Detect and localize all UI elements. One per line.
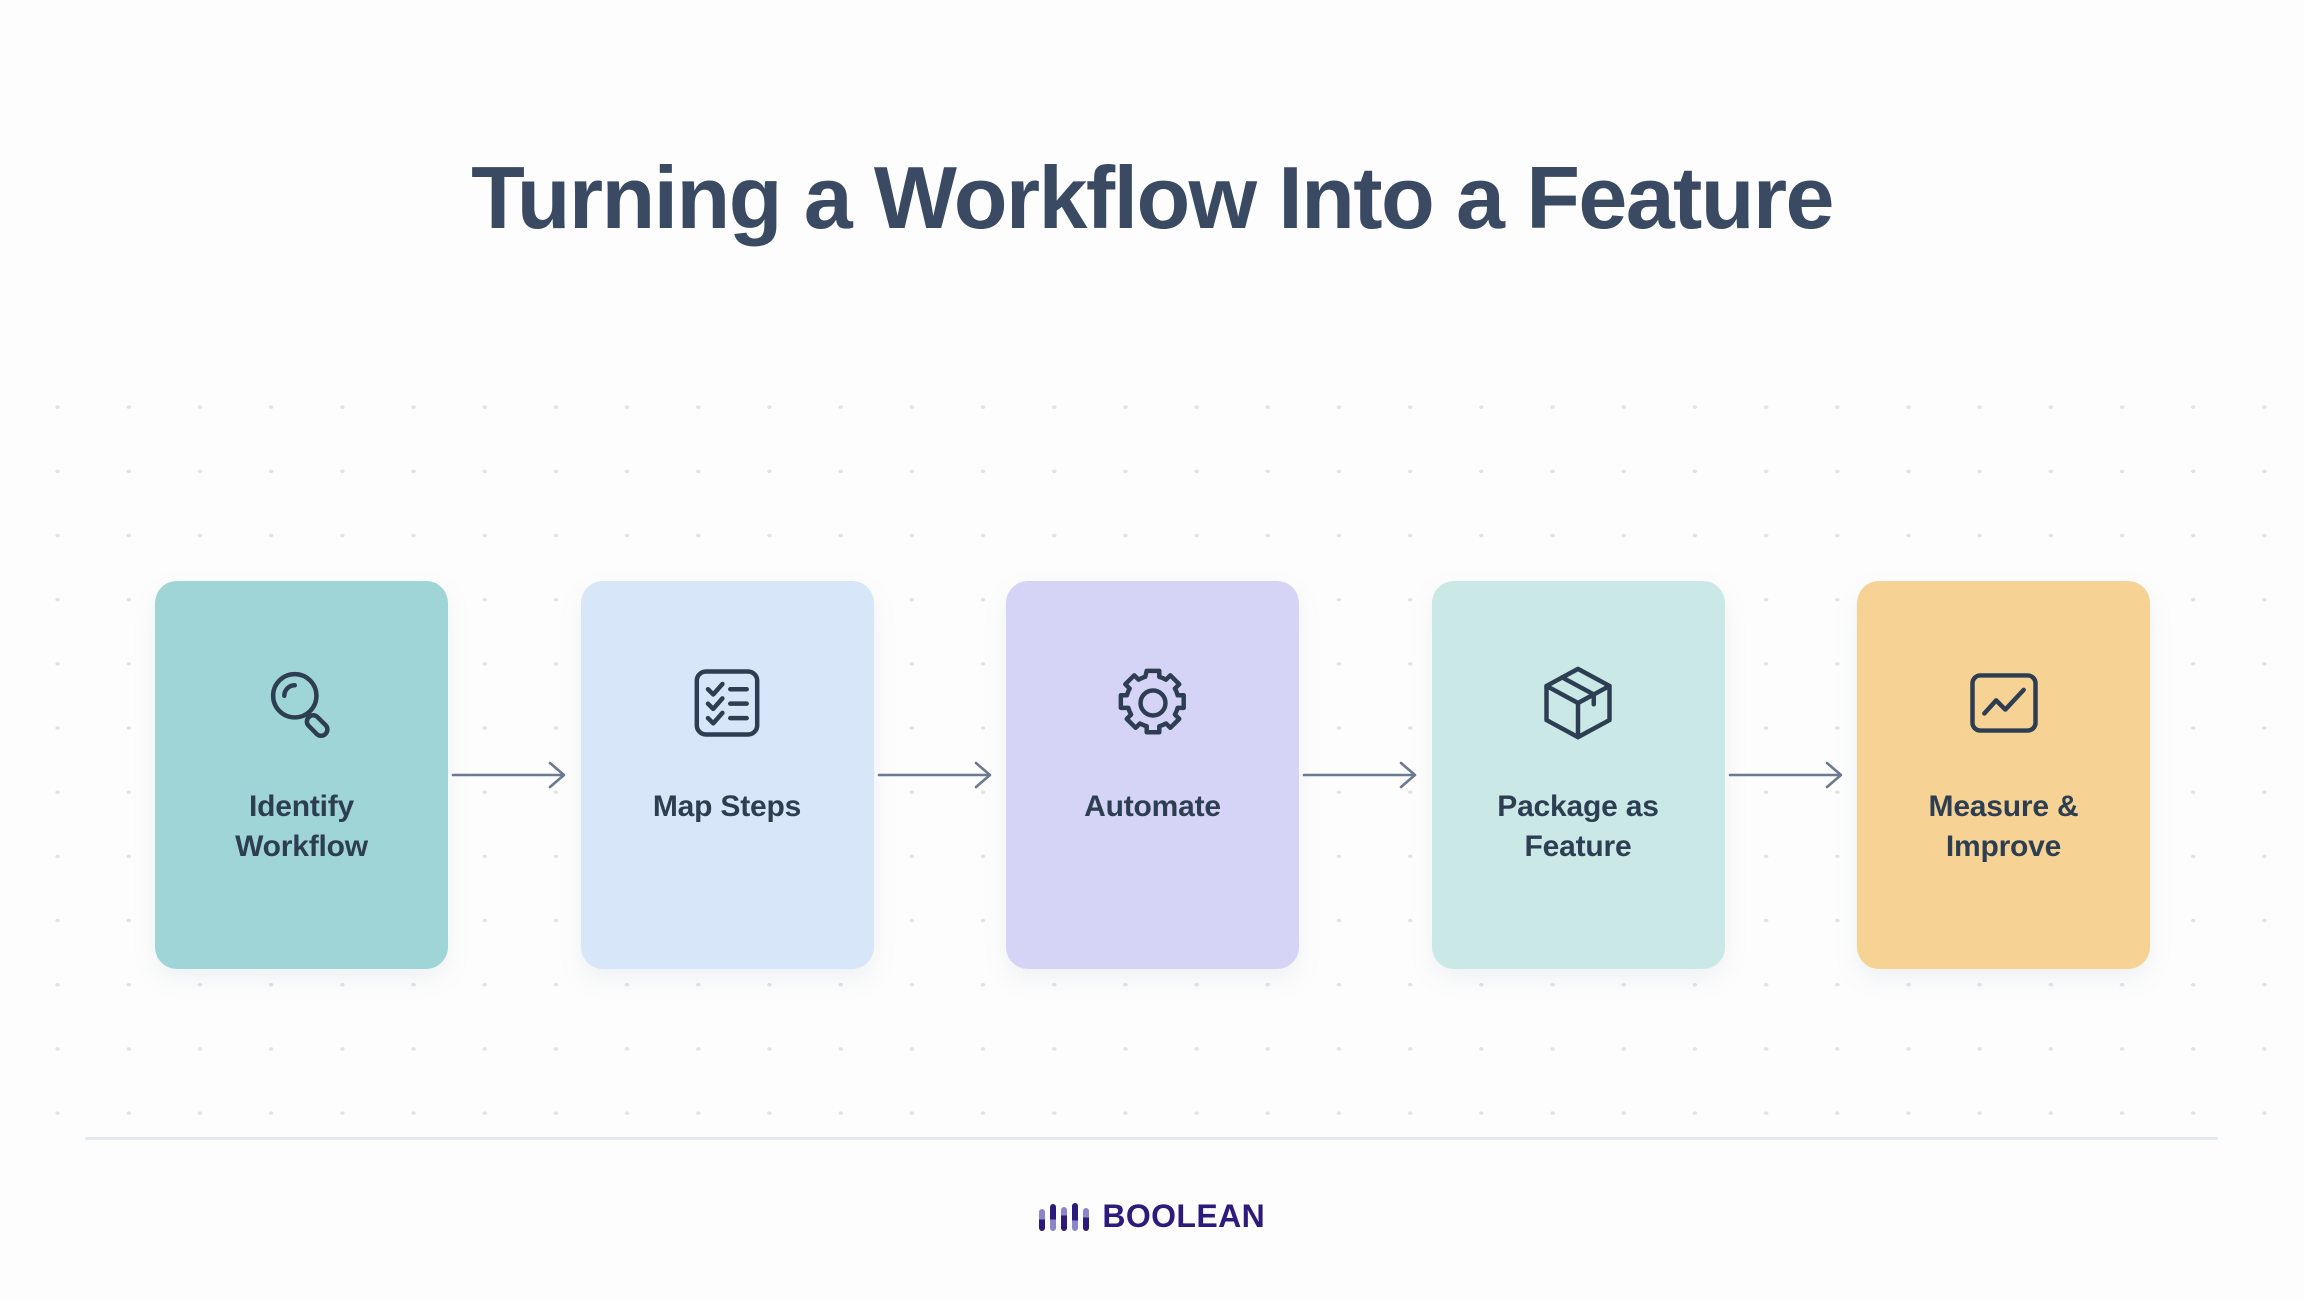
magnifier-icon (260, 661, 344, 745)
checklist-icon (685, 661, 769, 745)
flow-step-package-as-feature[interactable]: Package as Feature (1431, 581, 1725, 969)
footer-divider (85, 1137, 2218, 1140)
flow-step-label: Package as Feature (1497, 790, 1659, 863)
flow-step-identify-workflow[interactable]: Identify Workflow (155, 581, 448, 969)
arrow-right-icon (1299, 755, 1431, 795)
page-title: Turning a Workflow Into a Feature (471, 148, 1834, 247)
flow-step-label: Identify Workflow (235, 790, 368, 863)
footer-logo-text: BOOLEAN (1102, 1198, 1266, 1234)
gear-icon (1111, 661, 1195, 745)
flow-step-map-steps[interactable]: Map Steps (580, 581, 874, 969)
boolean-bars-logo (1038, 1201, 1090, 1231)
flow-step-automate[interactable]: Automate (1006, 581, 1299, 969)
flow-step-label: Measure & Improve (1928, 790, 2079, 863)
flow-step-measure-and-improve[interactable]: Measure & Improve (1857, 581, 2150, 969)
flow-step-label: Map Steps (652, 790, 802, 823)
chart-line-icon (1962, 661, 2046, 745)
workflow-flow-diagram: Identify Workflow Map Step (155, 580, 2150, 970)
footer-logo: BOOLEAN (0, 1200, 2304, 1232)
box-icon (1536, 661, 1620, 745)
flow-step-label: Automate (1084, 790, 1221, 823)
arrow-right-icon (448, 755, 580, 795)
arrow-right-icon (874, 755, 1006, 795)
arrow-right-icon (1725, 755, 1857, 795)
